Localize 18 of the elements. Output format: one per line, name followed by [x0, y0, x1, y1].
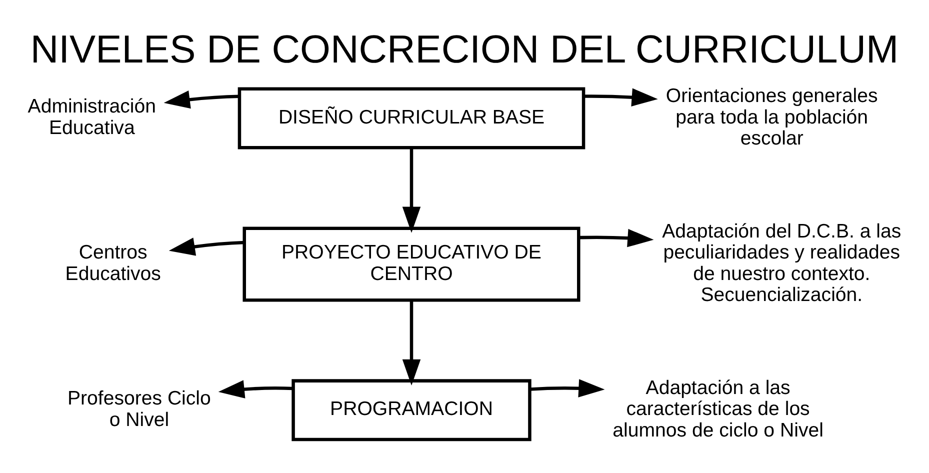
- node-box: PROYECTO EDUCATIVO DE CENTRO: [242, 226, 580, 302]
- node-text: Adaptación a las características de los alumnos de ciclo o Nivel: [612, 377, 824, 442]
- arrow: [584, 88, 658, 106]
- node-text: Orientaciones generales para toda la población escolar: [666, 85, 878, 150]
- node-box: PROGRAMACION: [292, 379, 532, 442]
- arrow: [168, 238, 244, 256]
- arrow: [218, 380, 294, 398]
- arrow: [402, 300, 421, 386]
- arrow: [402, 148, 421, 233]
- arrow: [530, 379, 605, 398]
- node-text: Adaptación del D.C.B. a las peculiaridades y realidades de nuestro contexto. Secuencialización.: [662, 220, 902, 306]
- diagram-title: NIVELES DE CONCRECION DEL CURRICULUM: [30, 28, 899, 72]
- node-text: Administración Educativa: [28, 96, 156, 139]
- node-text: Centros Educativos: [65, 242, 161, 285]
- node-box: DISEÑO CURRICULAR BASE: [238, 87, 586, 150]
- node-text: Profesores Ciclo o Nivel: [67, 388, 211, 431]
- arrow: [579, 228, 654, 248]
- arrow: [164, 90, 240, 109]
